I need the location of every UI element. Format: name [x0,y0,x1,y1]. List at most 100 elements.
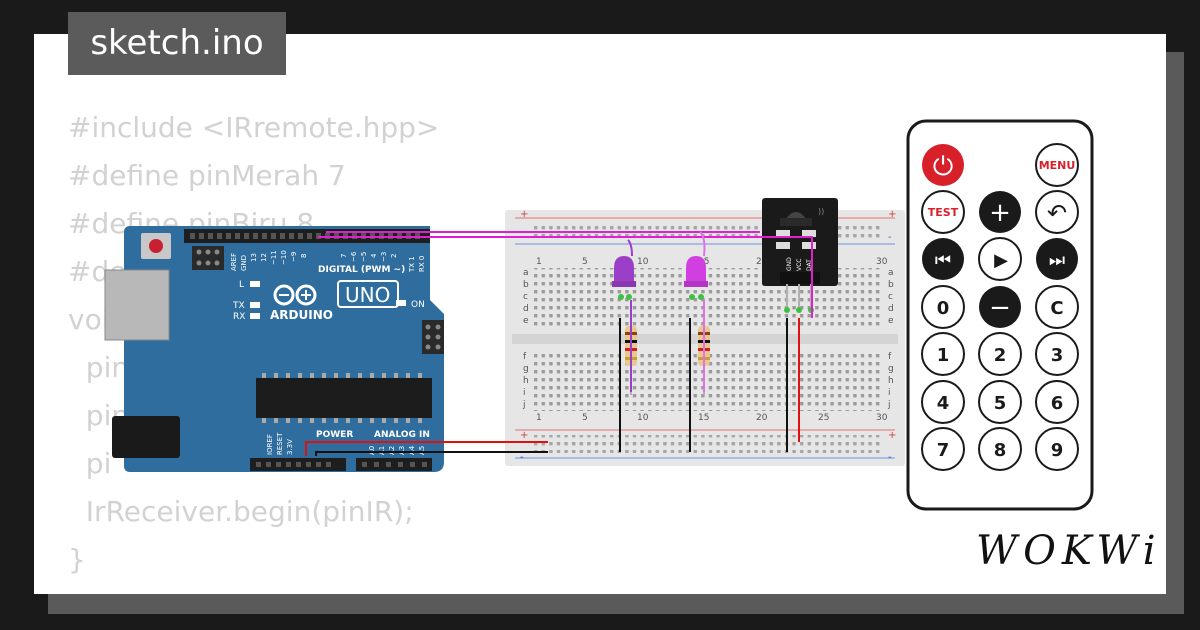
minus-icon: − [989,293,1011,323]
led-body[interactable] [614,256,634,282]
rewind-button[interactable] [922,238,964,280]
pin-dot [796,307,802,313]
pin-label: DAT [806,259,813,271]
key-7-button[interactable] [921,427,965,471]
uno-label: UNO [345,283,390,307]
rail-plus-label: + [520,209,528,220]
pin-label: RX 0 [418,256,426,272]
row-letter: a [888,268,894,278]
ir-pin-labels: GND VCC DAT [786,257,813,271]
column-number: 10 [637,413,649,423]
row-letters: a b c d e f g h i j a b c d e f g h i j [522,268,894,410]
arduino-logo [273,284,317,306]
key-label: 9 [1051,440,1064,461]
clear-button[interactable] [1035,285,1079,329]
arduino-brand-text: ARDUINO [270,308,333,322]
key-label: 2 [994,345,1007,366]
arduino-uno[interactable]: AREF GND 13 12 ~11 ~10 ~9 8 7 ~6 ~5 4 ~3… [104,226,444,472]
pin-label: A5 [418,446,426,455]
power-button[interactable] [922,144,964,186]
wireless-icon: )) [818,207,824,216]
row-letter: a [523,268,529,278]
analog-header [356,458,432,471]
row-letter: i [888,388,891,398]
key-label: 5 [994,393,1007,414]
l-led [250,281,260,287]
key-8-button[interactable] [978,427,1022,471]
wire-led-blue-signal[interactable] [699,231,706,257]
pin-label: ~11 [270,250,278,265]
pin-label: 4 [370,253,378,258]
key-4-button[interactable] [921,380,965,424]
key-6-button[interactable] [1035,380,1079,424]
row-letter: b [523,280,529,290]
plus-button[interactable] [979,191,1021,233]
column-number: 5 [582,413,588,423]
key-0-button[interactable] [921,285,965,329]
led-base [612,281,636,287]
code-line: IrReceiver.begin(pinIR); [68,495,414,528]
pin-label: A0 [368,446,376,455]
led-body[interactable] [686,256,706,282]
pin-label: GND [240,255,248,271]
digital-pwm-label: DIGITAL (PWM ~) [318,265,405,275]
column-number: 30 [876,257,888,267]
column-number: 20 [756,257,768,267]
wire-5v[interactable] [305,441,548,456]
icsp-right-header [422,320,444,354]
fast-forward-icon: ⏭ [1049,250,1065,271]
row-letter: f [888,352,892,362]
smd-part [802,242,816,249]
back-button[interactable] [1035,190,1079,234]
power-pin-labels: IOREF RESET 3.3V A0 A1 A2 A3 A4 A5 [266,432,426,455]
rail-plus-label: + [888,209,896,220]
ir-sensor-base [780,218,812,226]
ir-remote[interactable]: ⏻ MENU TEST + ↶ ⏮ ▶ ⏭ 0 − C 1 2 3 4 [906,119,1094,511]
wire-gnd[interactable] [315,451,548,456]
smd-part [776,242,790,249]
key-2-button[interactable] [978,332,1022,376]
pin-label: 7 [340,254,348,258]
menu-button[interactable] [1035,143,1079,187]
key-label: 8 [994,440,1007,461]
back-icon: ↶ [1047,199,1067,227]
key-1-button[interactable] [921,332,965,376]
test-button[interactable] [921,190,965,234]
wire-ir-signal[interactable] [318,236,813,318]
pin-dot [689,294,695,300]
pin-label: 12 [260,253,268,262]
reset-button-cap[interactable] [149,239,163,253]
on-led [396,300,406,306]
code-line: voi [68,303,110,336]
pin-label: 2 [390,254,398,258]
plus-icon: + [989,198,1011,228]
led-blue[interactable] [684,256,708,300]
play-button[interactable] [978,237,1022,281]
column-number: 15 [698,413,709,423]
led-red[interactable] [612,256,636,300]
column-number: 10 [637,257,649,267]
uno-badge [337,280,399,308]
code-line: #define pinMerah 7 [68,159,346,192]
column-number: 30 [876,413,888,423]
menu-button-label: MENU [1039,159,1076,172]
row-letter: h [523,376,529,386]
wire-led-red-signal[interactable] [627,239,633,257]
pin-label: A1 [378,446,386,455]
on-led-label: ON [411,300,425,310]
row-letter: j [522,400,526,410]
minus-button[interactable] [979,286,1021,328]
pin-label: ~10 [280,250,288,265]
fast-forward-button[interactable] [1036,238,1078,280]
test-button-label: TEST [928,206,959,219]
file-tab[interactable]: sketch.ino [68,12,286,75]
key-3-button[interactable] [1035,332,1079,376]
digital-pin-labels: AREF GND 13 12 ~11 ~10 ~9 8 7 ~6 ~5 4 ~3… [230,250,426,273]
key-5-button[interactable] [978,380,1022,424]
rail-plus-label: + [520,430,528,441]
ir-receiver-module[interactable]: )) GND VCC DAT [762,198,838,313]
wires [305,231,813,456]
key-9-button[interactable] [1035,427,1079,471]
row-letter: h [888,376,894,386]
